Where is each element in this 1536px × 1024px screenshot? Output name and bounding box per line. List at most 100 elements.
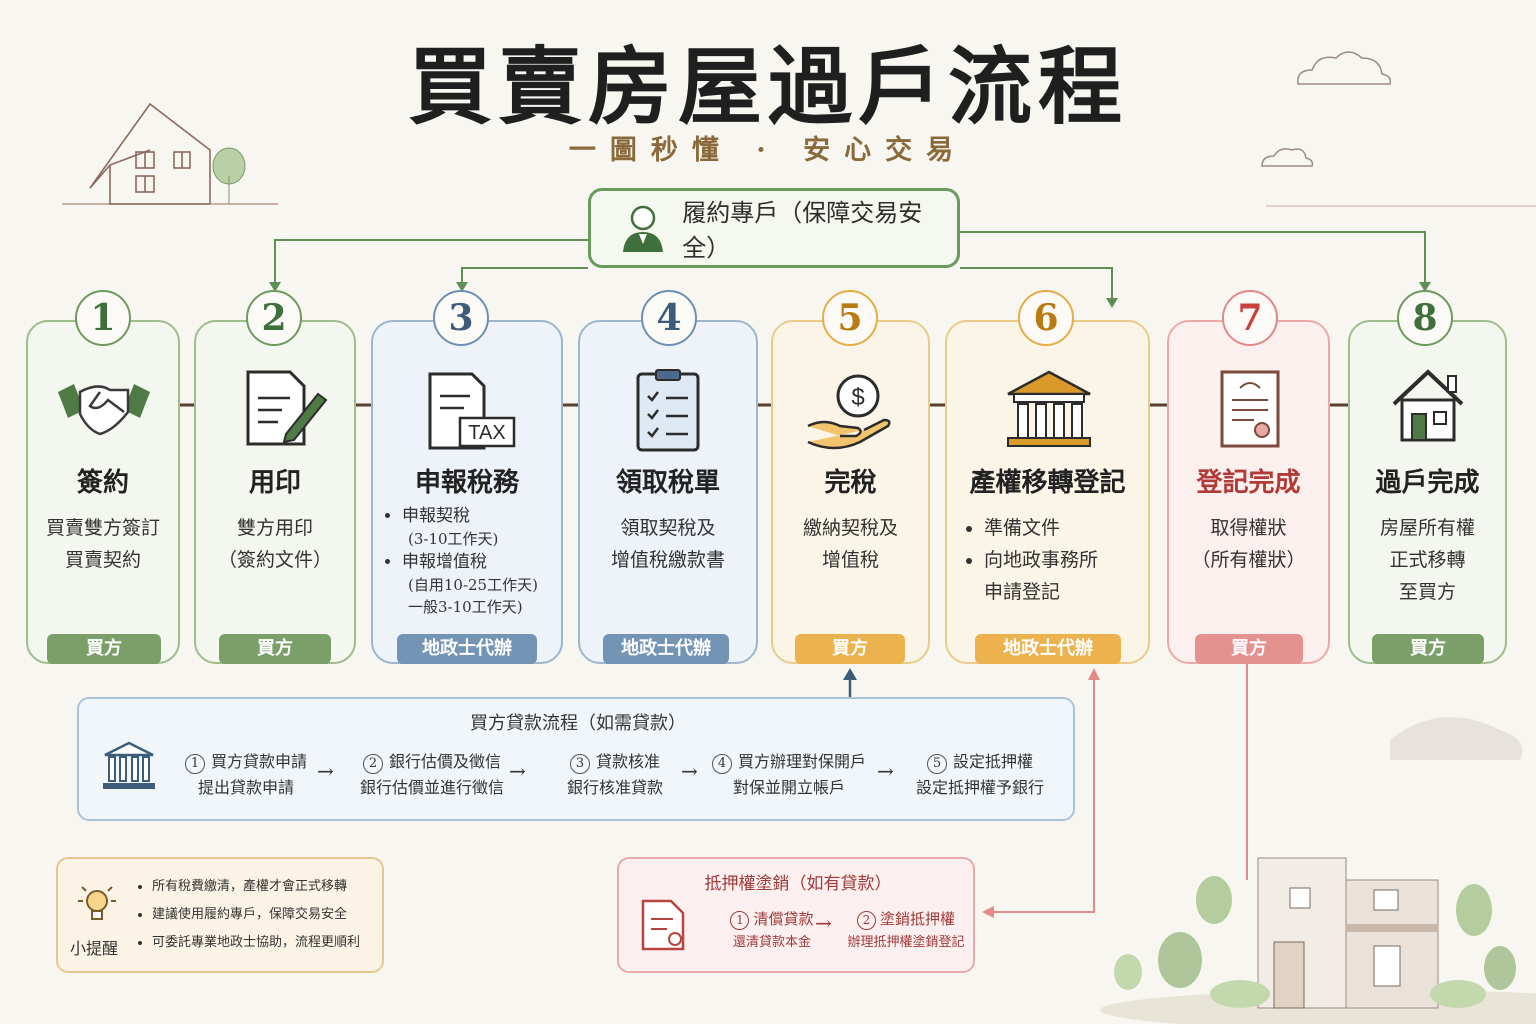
loan-arrow: →	[681, 759, 698, 783]
trust-account-box: 履約專戶（保障交易安全）	[588, 188, 960, 268]
loan-step-sub: 對保並開立帳戶	[732, 778, 845, 797]
bullet-sub: (3-10工作天)	[408, 530, 499, 548]
mortgage-step-main: 清償貸款	[753, 910, 814, 928]
tip-item: 可委託專業地政士協助，流程更順利	[152, 929, 360, 957]
role-badge-3: 地政士代辦	[397, 634, 537, 664]
role-badge-5: 買方	[795, 634, 905, 664]
money-hand-icon: $	[807, 374, 891, 450]
step-desc-line: 正式移轉	[1389, 549, 1466, 571]
loan-process-title: 買方貸款流程（如需貸款）	[470, 713, 686, 734]
clipboard-checklist-icon	[636, 369, 700, 452]
step-desc-line: 增值稅	[821, 549, 879, 571]
loan-step-sub: 銀行核准貸款	[566, 778, 663, 797]
lightbulb-icon	[78, 886, 116, 920]
step-title-2: 用印	[248, 468, 301, 498]
bullet-main: 向地政事務所	[984, 549, 1099, 571]
mortgage-document-icon	[641, 899, 685, 951]
mortgage-step-main: 塗銷抵押權	[879, 910, 955, 928]
trust-account-label: 履約專戶（保障交易安全）	[682, 199, 923, 262]
document-sign-icon	[246, 370, 328, 446]
tips-label: 小提醒	[70, 939, 119, 958]
bullet-sub: 一般3-10工作天)	[408, 598, 523, 616]
tips-list: 所有稅費繳清，產權才會正式移轉 建議使用履約專戶，保障交易安全 可委託專業地政士…	[138, 873, 360, 957]
step-number-1: 1	[75, 290, 131, 346]
page-title: 買賣房屋過戶流程	[407, 37, 1128, 136]
loan-step-main: 設定抵押權	[952, 752, 1033, 771]
loan-step-number: 4	[711, 754, 732, 774]
page-subtitle: 一圖秒懂 · 安心交易	[568, 135, 968, 166]
bullet-main: 申報增值稅	[402, 552, 487, 572]
trust-connectors	[274, 231, 1426, 302]
step-number-5: 5	[822, 290, 878, 346]
role-badge-8: 買方	[1372, 634, 1484, 664]
step-title-5: 完稅	[824, 468, 877, 498]
step-title-3: 申報稅務	[414, 468, 519, 498]
role-badge-7: 買方	[1195, 634, 1303, 664]
step-desc-5: 繳納契稅及 增值稅	[771, 512, 930, 576]
step-card-8	[1348, 320, 1507, 664]
step-title-8: 過戶完成	[1375, 468, 1480, 498]
tips-box: 小提醒 所有稅費繳清，產權才會正式移轉 建議使用履約專戶，保障交易安全 可委託專…	[56, 857, 384, 973]
step-desc-8: 房屋所有權 正式移轉 至買方	[1348, 512, 1507, 608]
step-desc-line: 至買方	[1398, 581, 1456, 603]
step-desc-2: 雙方用印 （簽約文件）	[194, 512, 356, 576]
step-desc-line: （簽約文件）	[217, 549, 332, 571]
step-number-6: 6	[1018, 290, 1074, 346]
tree-left	[212, 147, 246, 204]
loan-step-main: 貸款核准	[595, 752, 660, 771]
role-badge-2: 買方	[219, 634, 331, 664]
loan-step-number: 2	[362, 754, 383, 774]
loan-step-main: 買方辦理對保開戶	[737, 752, 866, 771]
mortgage-step-number: 2	[856, 911, 876, 930]
step-desc-line: 領取契稅及	[620, 517, 716, 539]
mortgage-connectors	[990, 664, 1248, 913]
bank-icon	[103, 741, 155, 789]
mortgage-title: 抵押權塗銷（如有貸款）	[704, 874, 892, 894]
step-desc-line: 買賣雙方簽訂	[45, 517, 160, 539]
bullet-main: 準備文件	[984, 517, 1061, 539]
loan-step-2: 2 銀行估價及徵信 銀行估價並進行徵信	[347, 749, 517, 801]
svg-text:$: $	[851, 384, 864, 411]
left-house-illustration	[62, 102, 278, 205]
tip-item: 所有稅費繳清，產權才會正式移轉	[152, 873, 360, 901]
loan-step-sub: 銀行估價並進行徵信	[359, 778, 504, 797]
step-title-6: 產權移轉登記	[969, 468, 1126, 498]
step-desc-1: 買賣雙方簽訂 買賣契約	[26, 512, 180, 576]
mortgage-step-number: 1	[730, 911, 750, 930]
person-icon	[623, 205, 663, 252]
right-house-illustration	[1100, 717, 1536, 1024]
handshake-icon	[58, 384, 150, 436]
step-number-2: 2	[246, 290, 302, 346]
loan-step-main: 買方貸款申請	[210, 752, 307, 771]
step-number-4: 4	[641, 290, 697, 346]
loan-process-box: 買方貸款流程（如需貸款） 1 買方貸款申請 提出貸款申請 → 2 銀行估價及徵信 銀…	[77, 697, 1075, 821]
trust-arrowheads	[269, 282, 1431, 308]
step-title-7: 登記完成	[1196, 468, 1301, 498]
step-desc-line: 雙方用印	[236, 517, 313, 539]
loan-arrow: →	[317, 759, 334, 783]
loan-to-tax-arrow	[843, 668, 857, 697]
mortgage-step-sub: 辦理抵押權塗銷登記	[847, 935, 965, 950]
bullet-sub: (自用10-25工作天)	[408, 576, 538, 594]
step-desc-3: 申報契稅(3-10工作天) 申報增值稅(自用10-25工作天)一般3-10工作天…	[380, 504, 560, 618]
step-desc-line: 房屋所有權	[1379, 517, 1475, 539]
mortgage-arrow: →	[815, 911, 832, 935]
step-number-8: 8	[1397, 290, 1453, 346]
loan-step-4: 4 買方辦理對保開戶 對保並開立帳戶	[709, 749, 869, 801]
step-number-3: 3	[433, 290, 489, 346]
loan-step-number: 1	[184, 754, 205, 774]
loan-arrow: →	[877, 759, 894, 783]
loan-step-sub: 提出貸款申請	[197, 778, 294, 797]
loan-arrow: →	[509, 759, 526, 783]
role-badge-4: 地政士代辦	[603, 634, 729, 664]
government-building-icon	[1007, 370, 1091, 447]
step-title-1: 簽約	[76, 468, 129, 498]
step-card-1	[26, 320, 180, 664]
svg-text:TAX: TAX	[468, 422, 505, 444]
loan-step-main: 銀行估價及徵信	[388, 752, 501, 771]
